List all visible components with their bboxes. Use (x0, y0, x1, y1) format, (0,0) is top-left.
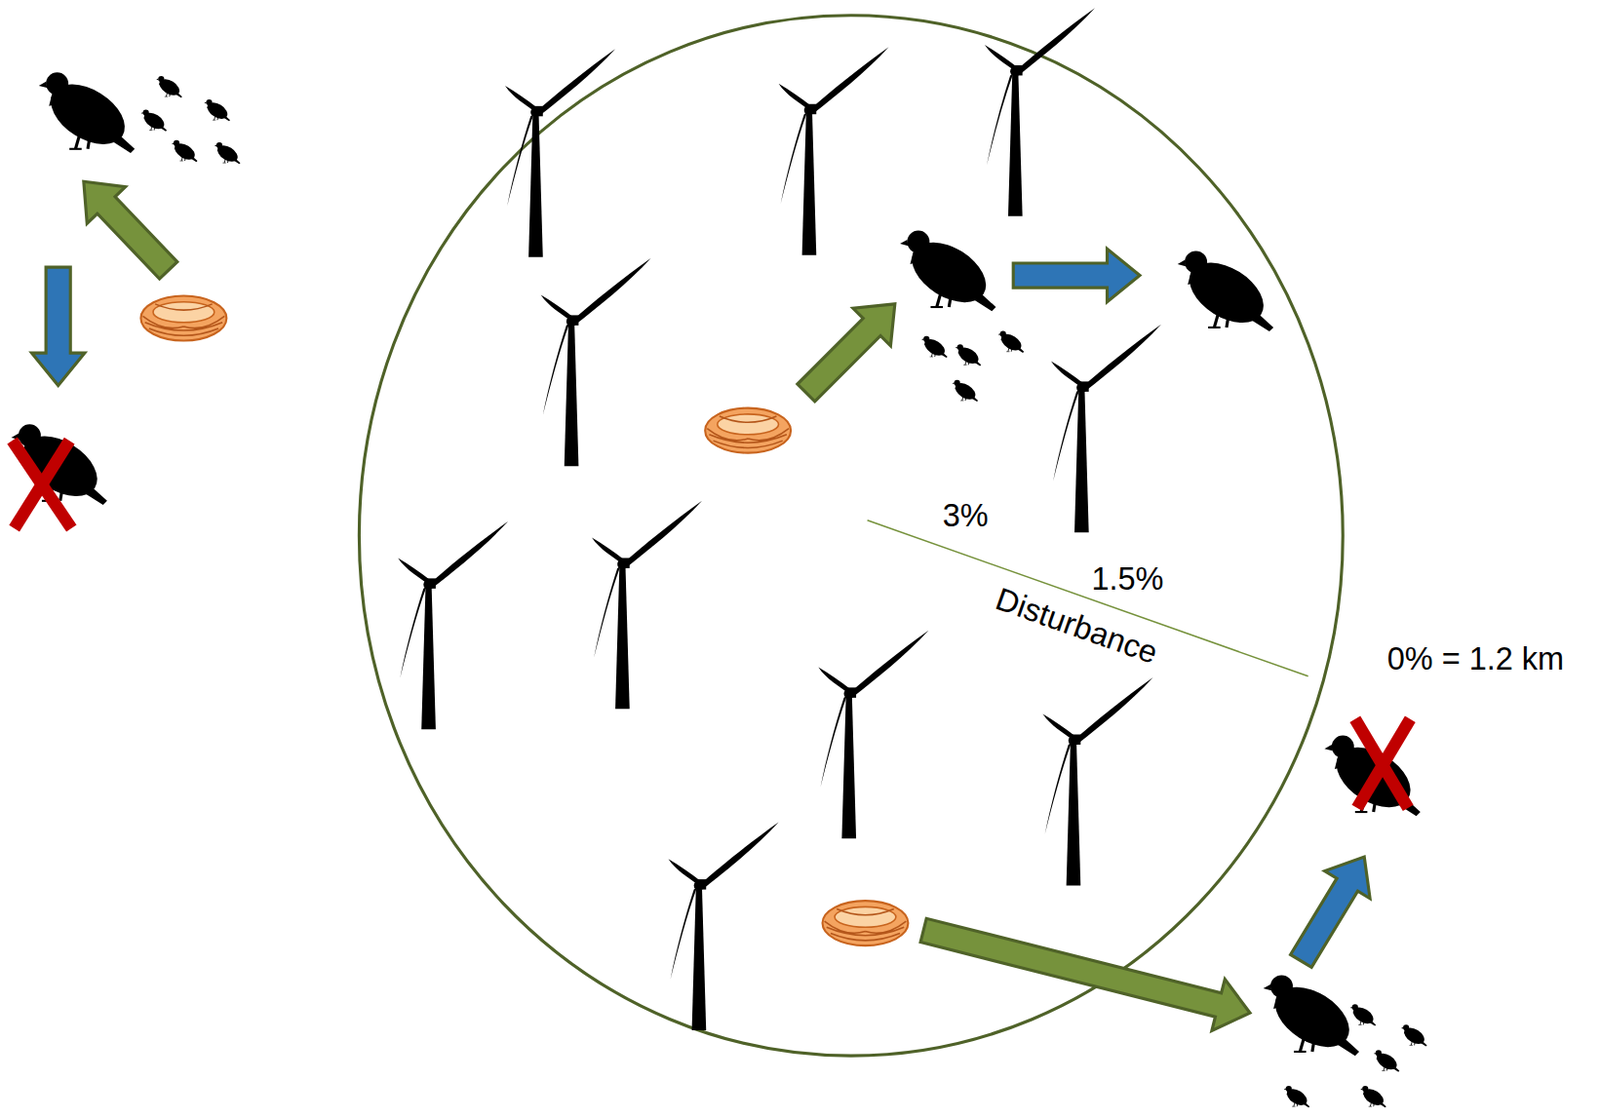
label-text: 3% (942, 499, 989, 535)
chick (214, 142, 241, 165)
block-arrow (1290, 857, 1371, 968)
chick (141, 109, 168, 132)
label-text: 1.5% (1092, 562, 1165, 598)
chick (1284, 1086, 1311, 1109)
chick (955, 344, 982, 367)
grouse-chicks (141, 76, 1428, 1110)
chick (998, 330, 1025, 353)
chick (156, 76, 183, 99)
wind-farm-outline (358, 15, 1343, 1056)
grouse-birds (11, 72, 1422, 1060)
wind-turbines (397, 7, 1162, 1031)
chick (952, 380, 979, 403)
chick (1373, 1050, 1401, 1073)
chick (171, 140, 198, 163)
disturbance-line (867, 520, 1309, 677)
chick (921, 336, 948, 359)
block-arrow (83, 181, 178, 279)
block-arrow (920, 918, 1250, 1031)
chick (203, 99, 231, 122)
red-cross (12, 440, 1411, 809)
block-arrow (31, 267, 84, 386)
block-arrow (797, 304, 896, 402)
label-text: 0% = 1.2 km (1387, 641, 1564, 677)
chick (1350, 1004, 1377, 1027)
chick (1360, 1086, 1387, 1109)
block-arrows (31, 181, 1370, 1031)
nests (140, 295, 908, 946)
block-arrow (1013, 248, 1140, 302)
chick (1401, 1024, 1428, 1048)
